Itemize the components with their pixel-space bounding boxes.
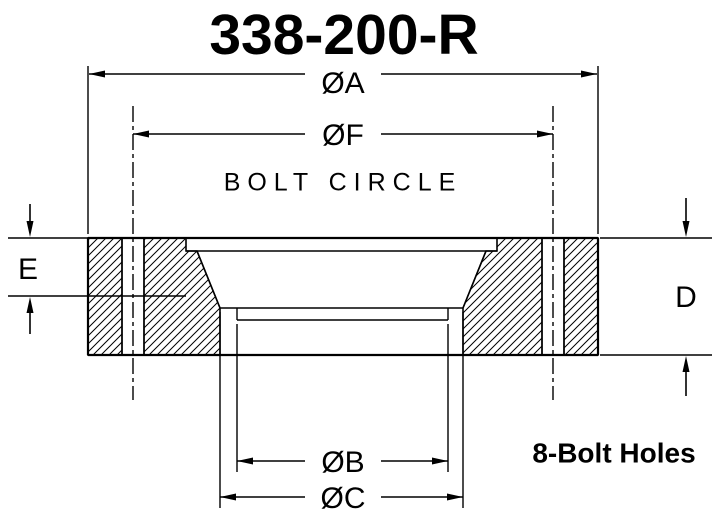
dim-thickness: D: [600, 198, 712, 396]
bolt-holes-note: 8-Bolt Holes: [532, 437, 695, 468]
flange-section: [8, 236, 600, 357]
left-chamfer-line: [196, 250, 221, 309]
arrowhead-right: [581, 70, 597, 78]
dim-label-thickness: D: [675, 281, 697, 314]
arrowhead-left: [220, 493, 236, 501]
arrowhead-down: [26, 221, 34, 237]
dim-bore-b: ØB: [236, 324, 449, 479]
right-chamfer-line: [462, 250, 487, 309]
dim-label-recess-depth: E: [18, 253, 38, 286]
dim-bolt-circle-diameter: ØF BOLT CIRCLE: [133, 119, 553, 196]
dim-bore-c: ØC: [219, 312, 464, 515]
arrowhead-down: [682, 221, 690, 237]
dim-label-bore-b: ØB: [321, 446, 364, 479]
arrowhead-left: [89, 70, 105, 78]
bolt-circle-caption: BOLT CIRCLE: [224, 168, 463, 196]
arrowhead-right: [537, 130, 553, 138]
arrowhead-left: [237, 457, 253, 465]
dim-outer-diameter: ØA: [87, 66, 599, 234]
right-rim-section: [563, 237, 599, 356]
arrowhead-left: [133, 130, 149, 138]
arrowhead-up: [682, 356, 690, 372]
arrowhead-right: [432, 457, 448, 465]
dim-label-outer-diameter: ØA: [321, 67, 364, 100]
part-number-title: 338-200-R: [209, 3, 478, 67]
dim-recess-depth: E: [18, 204, 38, 334]
dim-label-bore-c: ØC: [321, 482, 366, 515]
arrowhead-right: [447, 493, 463, 501]
arrowhead-up: [26, 297, 34, 313]
dim-label-bolt-circle: ØF: [322, 119, 364, 152]
